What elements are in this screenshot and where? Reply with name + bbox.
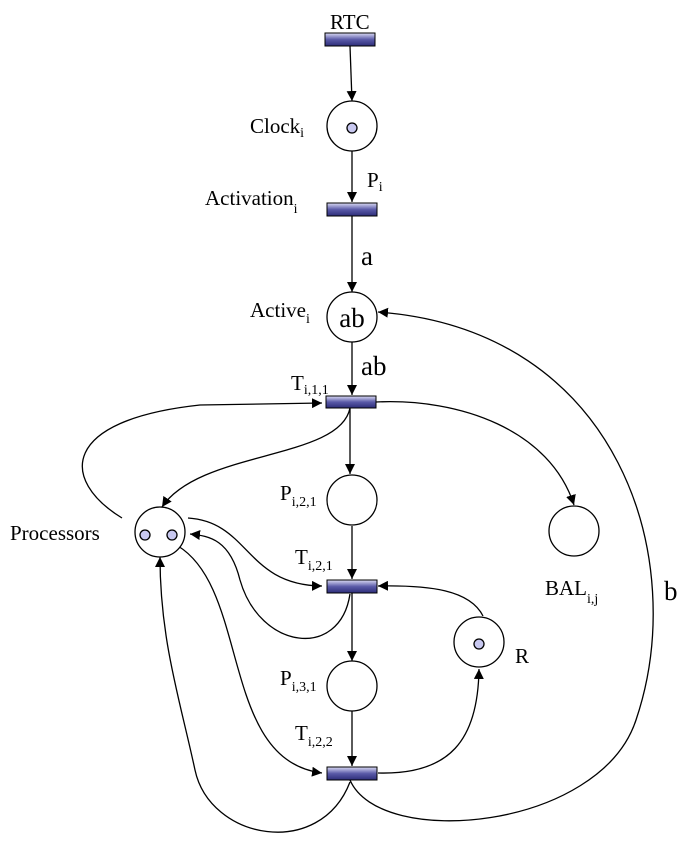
transition-t-i22 <box>326 766 378 781</box>
label-period: Pi <box>367 168 383 195</box>
arc-processors-to-t-i21 <box>187 517 323 591</box>
arc-t-i11-to-processors <box>161 407 351 508</box>
transitions <box>324 32 378 781</box>
arc-r-to-t-i21 <box>377 580 484 617</box>
arc-processors-to-t-i11 <box>81 398 323 519</box>
transition-rtc <box>324 32 376 47</box>
place-p-i31 <box>326 660 378 712</box>
label-t-i22: Ti,2,2 <box>295 721 333 750</box>
arc-t-i21-to-processors <box>189 530 351 640</box>
arc-rtc-to-clock <box>346 45 357 102</box>
label-t-i21: Ti,2,1 <box>295 545 333 574</box>
place-active <box>326 291 378 343</box>
arc-t-i22-to-r <box>377 668 484 774</box>
arc-t-i11-to-bal <box>375 401 576 506</box>
labels: RTC Clocki Pi Activationi a Activei ab T… <box>10 10 678 750</box>
place-bal <box>548 505 600 557</box>
arcs <box>81 45 654 833</box>
places: ab <box>134 100 600 712</box>
label-processors: Processors <box>10 521 100 545</box>
place-p-i21 <box>326 474 378 526</box>
arc-label-a: a <box>361 241 373 271</box>
label-clock: Clocki <box>250 114 304 141</box>
token-processors-2 <box>166 529 178 541</box>
arc-processors-to-t-i22 <box>177 545 323 777</box>
label-activation: Activationi <box>205 186 298 217</box>
active-marking: ab <box>339 303 364 333</box>
label-p-i21: Pi,2,1 <box>280 481 317 510</box>
arc-label-b: b <box>664 576 678 606</box>
label-bal: BALi,j <box>545 576 598 607</box>
arc-t-i22-to-active <box>349 307 654 822</box>
label-r: R <box>515 644 529 668</box>
label-active: Activei <box>250 298 310 327</box>
transition-t-i21 <box>326 579 378 594</box>
label-rtc: RTC <box>330 10 370 34</box>
transition-activation <box>326 202 378 217</box>
place-processors <box>134 506 186 558</box>
arc-t-i22-to-processors <box>155 556 351 833</box>
token-r <box>473 638 485 650</box>
label-t-i11: Ti,1,1 <box>291 371 329 398</box>
transition-t-i11 <box>325 395 377 409</box>
token-clock <box>346 122 358 134</box>
label-p-i31: Pi,3,1 <box>280 666 317 695</box>
arc-label-ab: ab <box>361 351 386 381</box>
token-processors-1 <box>139 529 151 541</box>
